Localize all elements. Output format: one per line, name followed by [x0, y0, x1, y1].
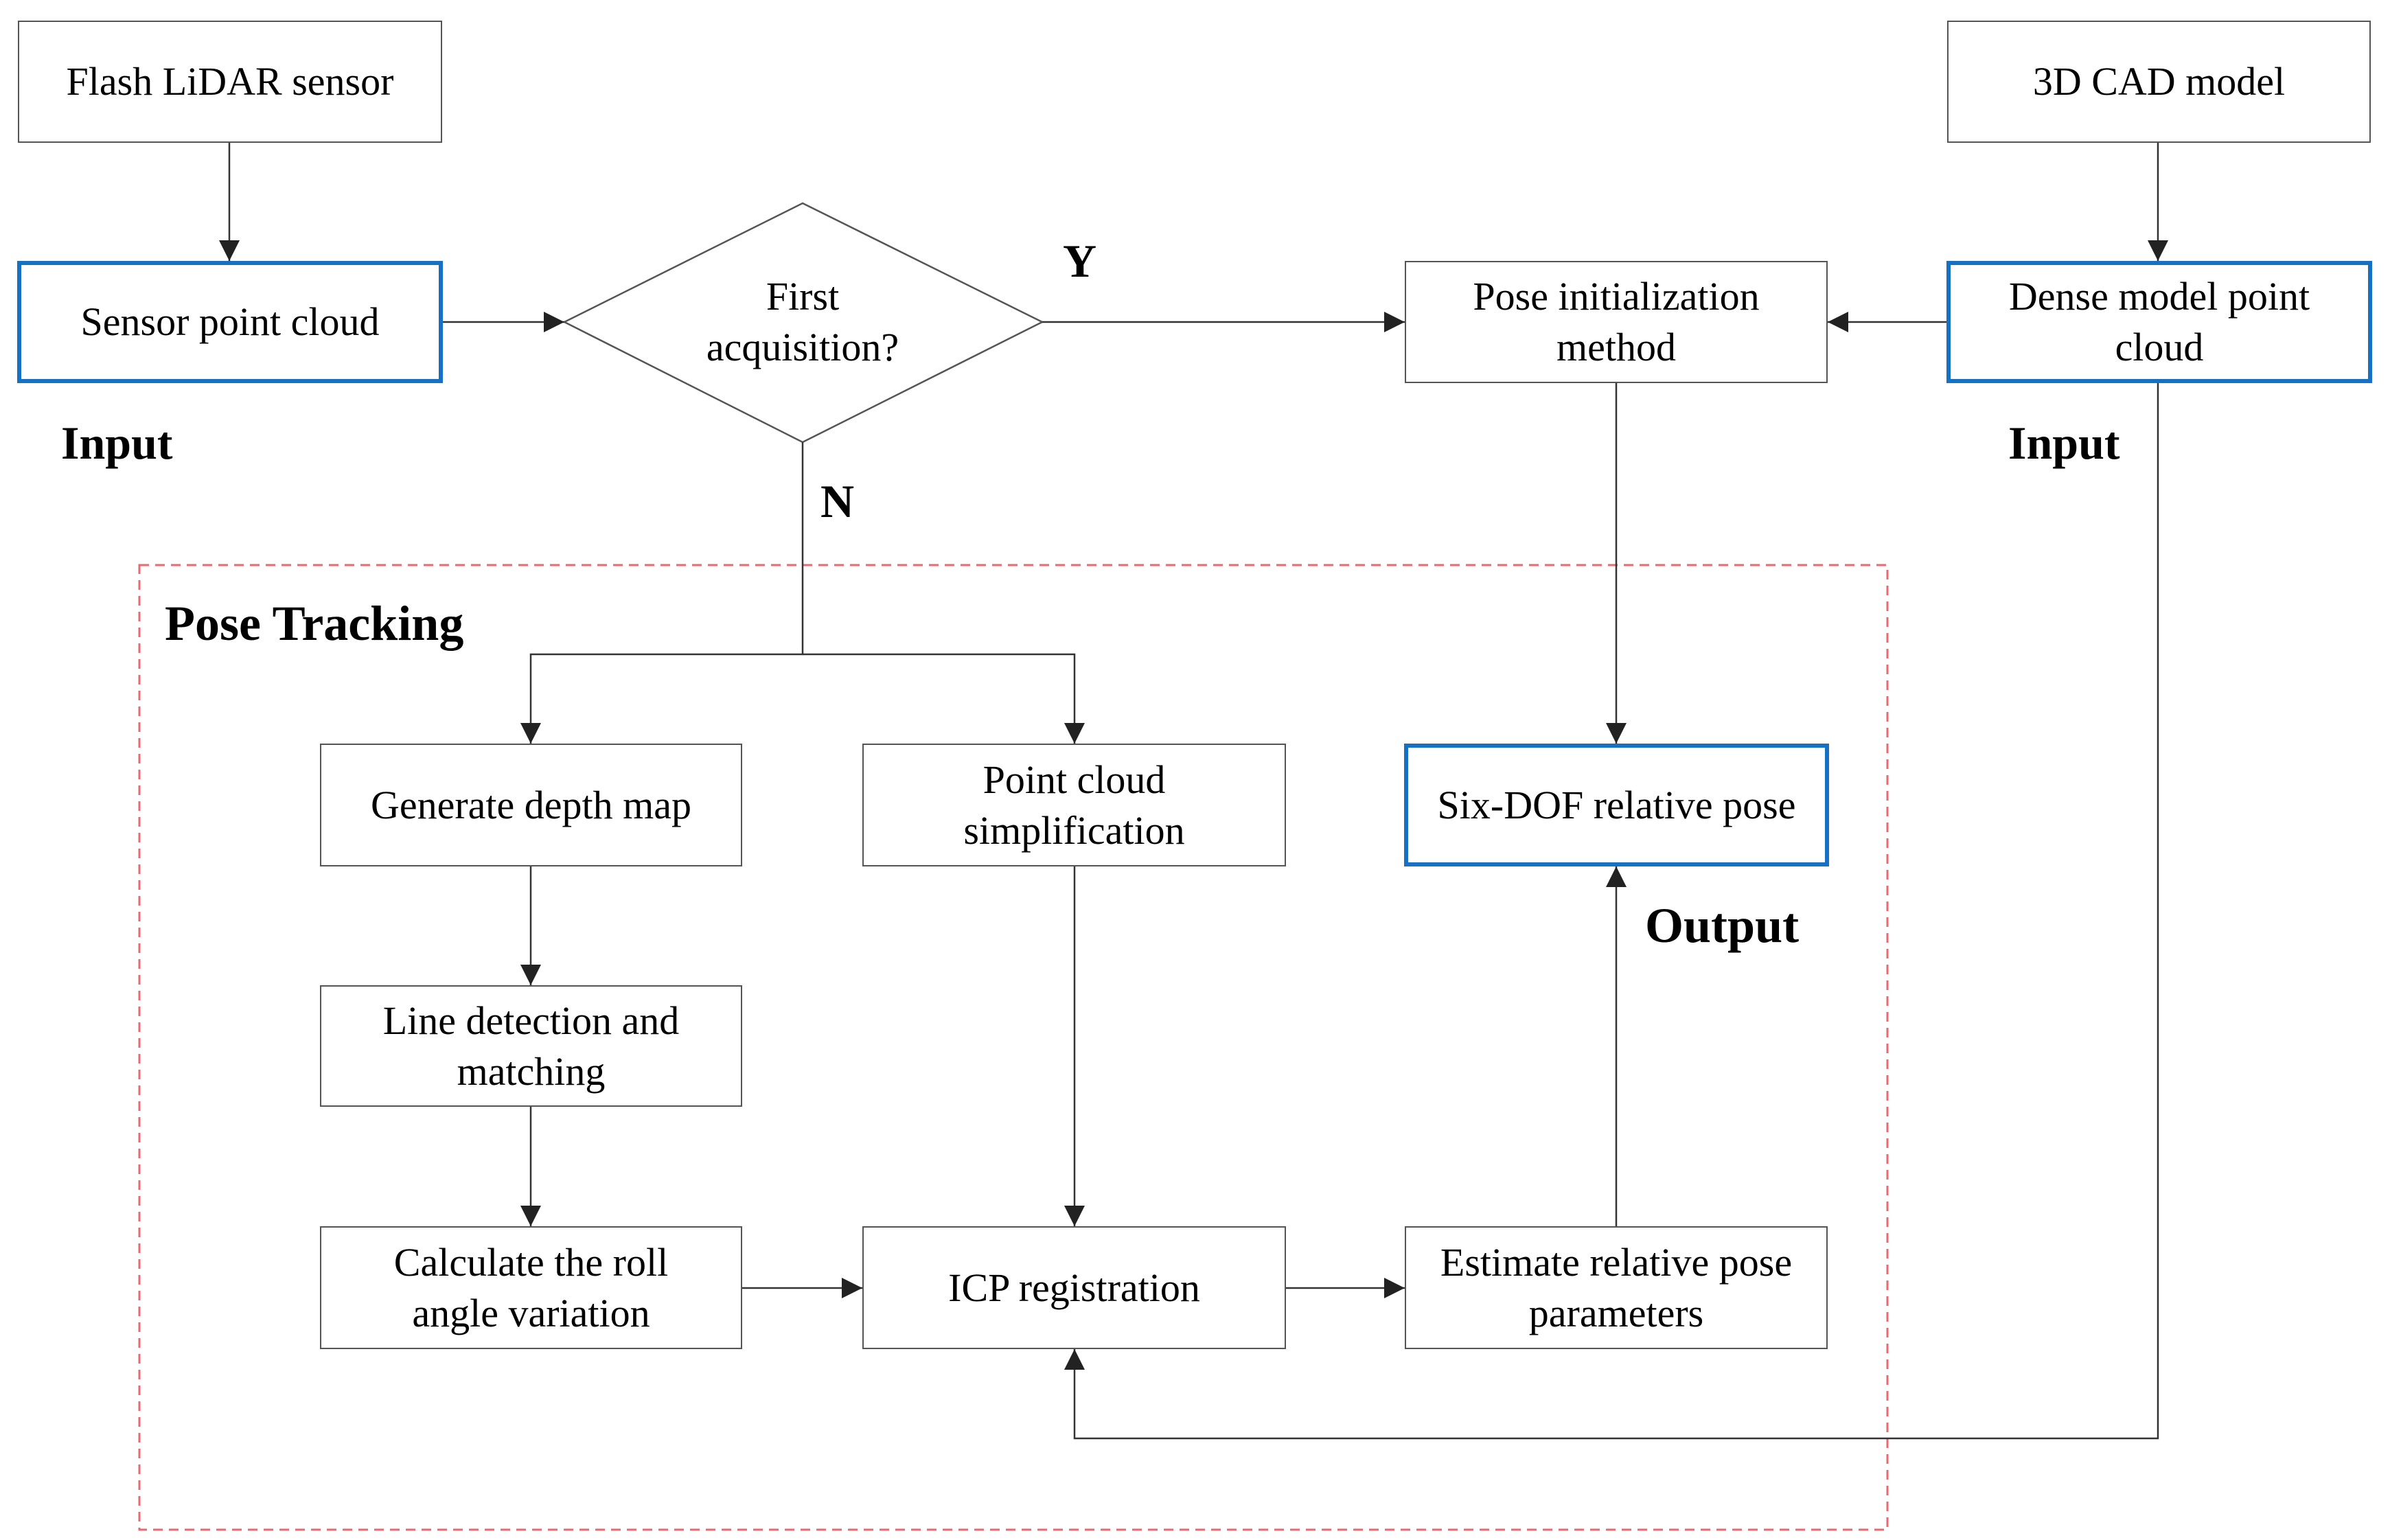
pose-initialization-box: Pose initialization method: [1405, 261, 1828, 383]
dense-model-point-cloud-label-line2: cloud: [2115, 325, 2204, 369]
edge-decision-no-to-depth-map: [520, 442, 804, 744]
generate-depth-map-label: Generate depth map: [370, 782, 691, 827]
decision-label-line1: First: [766, 274, 840, 319]
pose-tracking-region: [138, 564, 1889, 1531]
pose-initialization-label-line2: method: [1556, 325, 1676, 369]
line-detection-box: Line detection and matching: [320, 985, 742, 1107]
roll-angle-label-line2: angle variation: [412, 1290, 650, 1335]
roll-angle-box: Calculate the roll angle variation: [320, 1226, 742, 1349]
dense-model-point-cloud-box: Dense model point cloud: [1946, 261, 2372, 383]
point-cloud-simplification-label-line2: simplification: [963, 807, 1185, 853]
yes-branch-label: Y: [1063, 235, 1097, 287]
point-cloud-simplification-box: Point cloud simplification: [862, 744, 1286, 866]
sensor-point-cloud-label: Sensor point cloud: [80, 299, 380, 344]
line-detection-label-line2: matching: [457, 1048, 606, 1094]
icp-registration-label: ICP registration: [948, 1265, 1200, 1310]
estimate-pose-parameters-box: Estimate relative pose parameters: [1405, 1226, 1828, 1349]
dense-model-point-cloud-label-line1: Dense model point: [2008, 274, 2310, 319]
roll-angle-label-line1: Calculate the roll: [393, 1239, 669, 1285]
decision-label-line2: acquisition?: [706, 325, 899, 369]
input-label-left: Input: [61, 417, 173, 469]
decision-text: First acquisition?: [633, 260, 972, 384]
input-label-right: Input: [2008, 417, 2120, 469]
estimate-pose-parameters-label-line1: Estimate relative pose: [1440, 1239, 1793, 1285]
no-branch-label: N: [820, 475, 855, 527]
pose-initialization-label-line1: Pose initialization: [1473, 274, 1760, 319]
edge-dense-cloud-to-icp: [1064, 383, 2159, 1440]
six-dof-relative-pose-box: Six-DOF relative pose: [1404, 744, 1829, 866]
cad-model-box: 3D CAD model: [1947, 21, 2371, 143]
estimate-pose-parameters-label-line2: parameters: [1528, 1290, 1704, 1335]
sensor-point-cloud-box: Sensor point cloud: [17, 261, 443, 383]
icp-registration-box: ICP registration: [862, 1226, 1286, 1349]
flash-lidar-sensor-label: Flash LiDAR sensor: [66, 59, 394, 104]
output-label: Output: [1645, 898, 1800, 953]
line-detection-label-line1: Line detection and: [382, 998, 680, 1043]
pose-tracking-region-label: Pose Tracking: [165, 596, 464, 651]
flash-lidar-sensor-box: Flash LiDAR sensor: [18, 21, 442, 143]
edge-decision-no-to-simplification: [803, 653, 1085, 744]
cad-model-label: 3D CAD model: [2032, 59, 2286, 104]
generate-depth-map-box: Generate depth map: [320, 744, 742, 866]
six-dof-relative-pose-label: Six-DOF relative pose: [1437, 782, 1796, 827]
point-cloud-simplification-label-line1: Point cloud: [983, 757, 1166, 802]
